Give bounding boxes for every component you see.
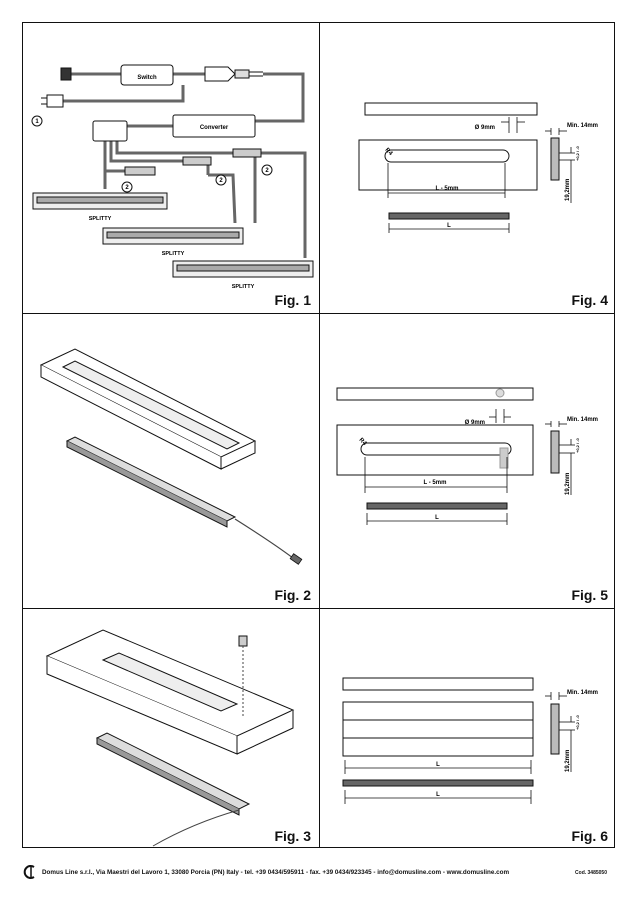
hole-diameter: Ø 9mm [465, 420, 485, 426]
min-thickness: Min. 14mm [567, 417, 598, 423]
fig5-panel: Ø 9mm Min. 14mm R4 L - 5mm L 19,2mm +0,2… [319, 313, 616, 608]
radius-label: R4 [358, 437, 368, 447]
row-divider [23, 608, 614, 609]
switch-label: Switch [137, 75, 157, 81]
splitty-label: SPLITTY [89, 216, 112, 222]
splitty-label: SPLITTY [162, 251, 185, 257]
figure-label: Fig. 1 [274, 292, 311, 308]
depth-label: 19,2mm [565, 179, 571, 201]
groove-length: L - 5mm [424, 480, 447, 486]
wiring-diagram: Switch Converter SPLITTY SPLITTY SPLITTY… [31, 64, 314, 290]
min-thickness: Min. 14mm [567, 123, 598, 129]
figure-label: Fig. 6 [571, 828, 608, 844]
fig3-panel: Fig. 3 [23, 608, 319, 849]
min-thickness: Min. 14mm [567, 690, 598, 696]
groove-length: L - 5mm [436, 186, 459, 192]
length-label: L [436, 762, 440, 768]
tolerance-label: +0,2 / -0 [575, 437, 580, 453]
fig3-drawing [45, 629, 295, 847]
fig1-panel: Switch Converter SPLITTY SPLITTY SPLITTY… [23, 23, 319, 313]
column-divider [319, 23, 320, 847]
fig6-drawing: Min. 14mm L L 19,2mm +0,2 / -0 [342, 677, 598, 804]
splitty-label: SPLITTY [232, 284, 255, 290]
figure-label: Fig. 4 [571, 292, 608, 308]
hole-diameter: Ø 9mm [475, 125, 495, 131]
company-logo-icon [23, 865, 35, 879]
converter-label: Converter [200, 125, 229, 131]
instruction-sheet: Switch Converter SPLITTY SPLITTY SPLITTY… [22, 22, 615, 848]
tolerance-label: +0,2 / -0 [575, 145, 580, 161]
figure-label: Fig. 3 [274, 828, 311, 844]
depth-label: 19,2mm [565, 750, 571, 772]
marker-number: 2 [219, 178, 223, 184]
fig6-panel: Min. 14mm L L 19,2mm +0,2 / -0 Fig. 6 [319, 608, 616, 849]
fig5-drawing: Ø 9mm Min. 14mm R4 L - 5mm L 19,2mm +0,2… [336, 387, 598, 525]
figure-label: Fig. 5 [571, 587, 608, 603]
length-label: L [447, 223, 451, 229]
footer: Domus Line s.r.l., Via Maestri del Lavor… [22, 864, 615, 884]
marker-number: 2 [265, 168, 269, 174]
length-label: L [436, 792, 440, 798]
depth-label: 19,2mm [565, 473, 571, 495]
length-label: L [435, 515, 439, 521]
marker-number: 2 [125, 185, 129, 191]
marker-number: 1 [35, 119, 39, 125]
company-info: Domus Line s.r.l., Via Maestri del Lavor… [42, 869, 510, 876]
tolerance-label: +0,2 / -0 [575, 714, 580, 730]
fig2-panel: Fig. 2 [23, 313, 319, 608]
row-divider [23, 313, 614, 314]
radius-label: R4 [384, 147, 394, 157]
fig4-panel: Ø 9mm Min. 14mm R4 L - 5mm L 19,2mm +0,2… [319, 23, 616, 313]
document-code: Cod. 3485050 [575, 870, 607, 876]
fig2-drawing [39, 348, 303, 565]
figure-label: Fig. 2 [274, 587, 311, 603]
fig4-drawing: Ø 9mm Min. 14mm R4 L - 5mm L 19,2mm +0,2… [358, 102, 598, 233]
